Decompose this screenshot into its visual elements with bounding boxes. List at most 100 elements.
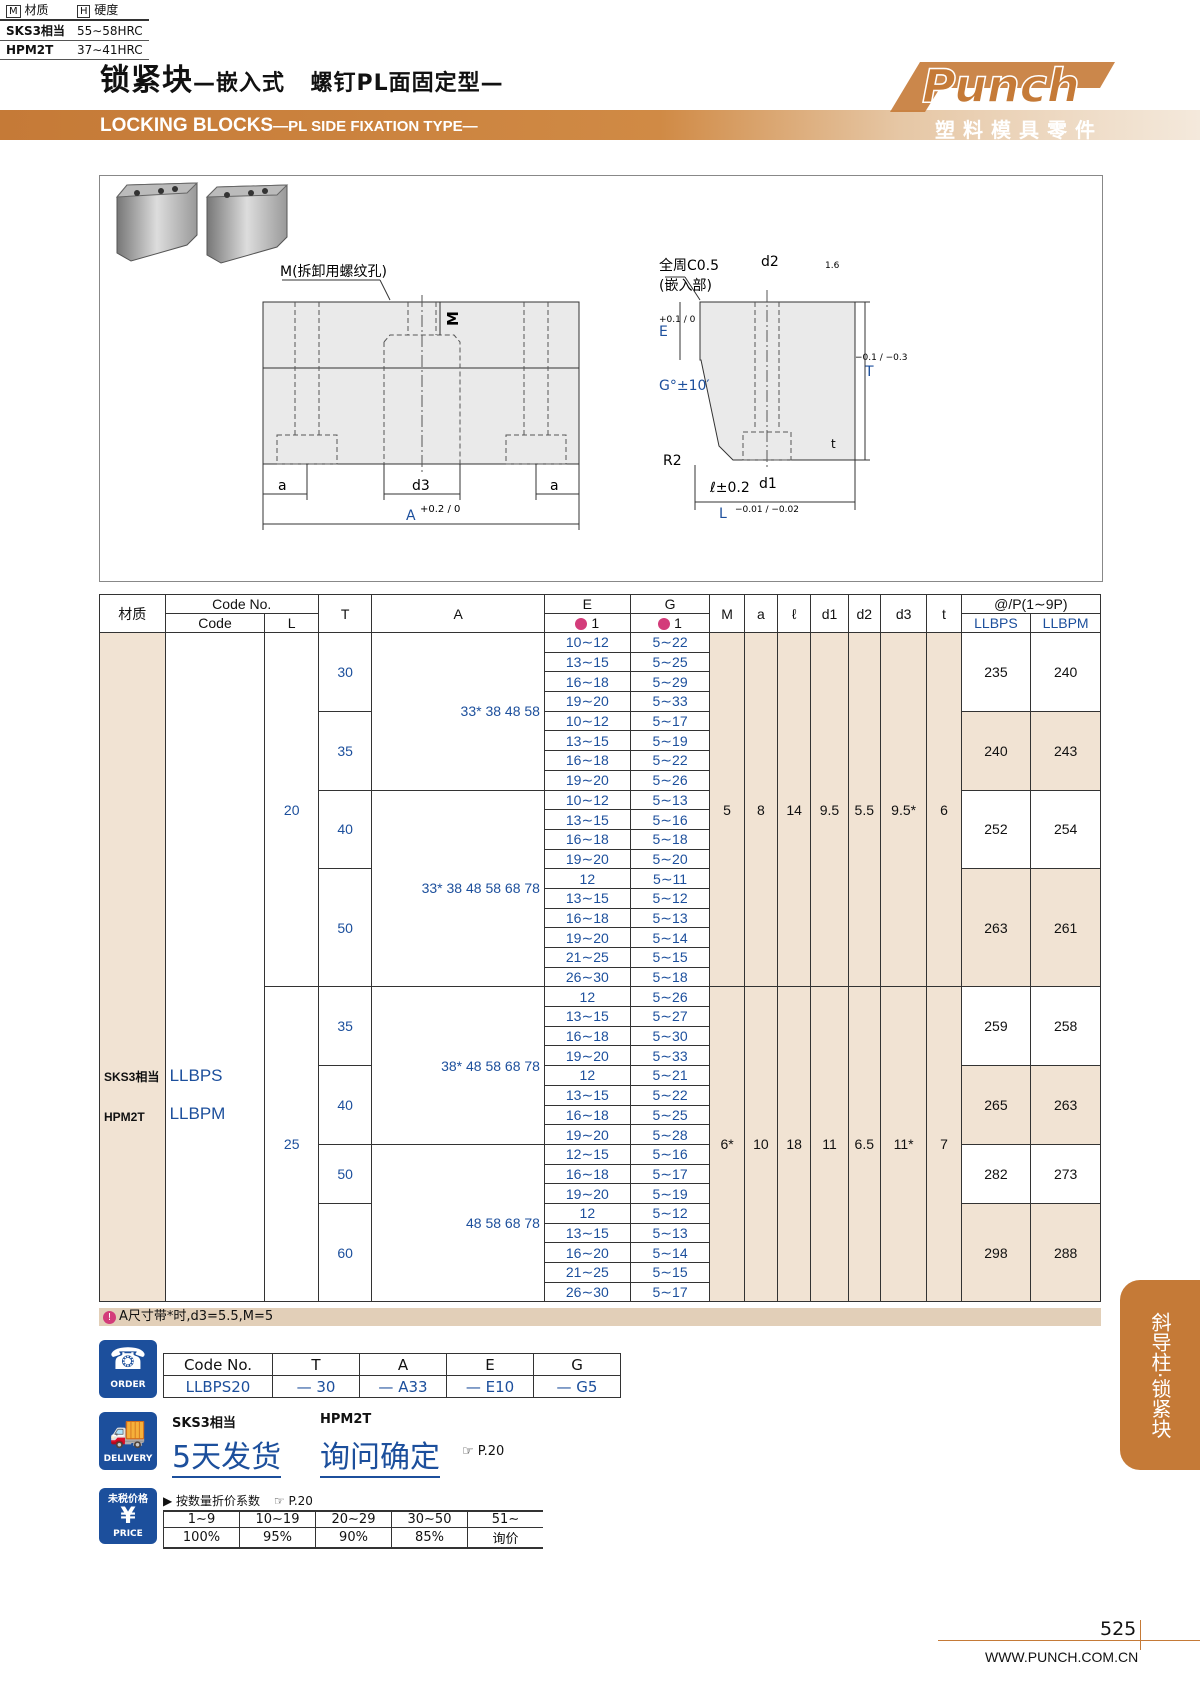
G-cell: 5∼26 bbox=[629, 769, 711, 791]
E-cell: 19∼20 bbox=[543, 1183, 631, 1204]
qty-cell: 1∼9 bbox=[163, 1511, 240, 1528]
order-head: E bbox=[446, 1353, 534, 1376]
G-cell: 5∼33 bbox=[629, 1045, 711, 1067]
L-tol: −0.01 / −0.02 bbox=[735, 505, 799, 515]
G-cell: 5∼27 bbox=[629, 1006, 711, 1027]
G-cell: 5∼17 bbox=[629, 1163, 711, 1185]
category-tab[interactable]: 斜导柱·锁紧块 bbox=[1120, 1280, 1200, 1470]
price-llbps: 298 bbox=[960, 1202, 1032, 1303]
qty-cell: 51∼ bbox=[467, 1511, 543, 1528]
E-cell: 10∼12 bbox=[543, 710, 631, 732]
order-example-table: Code No. T A E G LLBPS20 — 30 — A33 — E1… bbox=[163, 1353, 621, 1398]
E-cell: 19∼20 bbox=[543, 691, 631, 712]
table-note: !A尺寸带*时,d3=5.5,M=5 bbox=[99, 1308, 1101, 1326]
G-cell: 5∼22 bbox=[629, 1084, 711, 1106]
m-dim: M bbox=[444, 311, 462, 326]
delivery-icon-label: DELIVERY bbox=[103, 1454, 153, 1464]
price-icon: 未税价格 ¥ PRICE bbox=[99, 1488, 157, 1544]
yen-icon: ¥ bbox=[120, 1504, 136, 1529]
T-cell: 30 bbox=[317, 632, 373, 712]
material-head: M 材质 bbox=[0, 0, 71, 21]
title-en-sub: —PL SIDE FIXATION TYPE— bbox=[273, 118, 478, 135]
col-a: a bbox=[743, 594, 779, 633]
order-value: — 30 bbox=[272, 1375, 360, 1398]
R2-label: R2 bbox=[663, 453, 682, 469]
G-cell: 5∼29 bbox=[629, 671, 711, 693]
E-cell: 10∼12 bbox=[543, 789, 631, 811]
E-cell: 16∼18 bbox=[543, 1025, 631, 1047]
A-tol: +0.2 / 0 bbox=[420, 504, 460, 515]
T-cell: 40 bbox=[317, 1065, 373, 1145]
T-dim: T bbox=[864, 364, 874, 380]
price-llbps: 265 bbox=[960, 1065, 1032, 1145]
rate-cell: 90% bbox=[315, 1527, 392, 1548]
order-head: G bbox=[533, 1353, 621, 1376]
col-l: ℓ bbox=[777, 594, 812, 633]
E-cell: 12 bbox=[543, 1065, 631, 1086]
col-E-step: 1 bbox=[543, 613, 631, 633]
delivery-ref[interactable]: ☞ P.20 bbox=[462, 1444, 505, 1459]
rate-cell: 85% bbox=[391, 1527, 468, 1548]
E-cell: 12 bbox=[543, 868, 631, 889]
E-cell: 16∼18 bbox=[543, 1163, 631, 1185]
price-llbpm: 263 bbox=[1030, 1065, 1101, 1145]
material-table: M 材质 H 硬度 SKS3相当 55∼58HRC HPM2T 37∼41HRC bbox=[0, 0, 149, 60]
E-cell: 21∼25 bbox=[543, 947, 631, 968]
col-d2: d2 bbox=[847, 594, 881, 633]
G-cell: 5∼25 bbox=[629, 651, 711, 673]
G-cell: 5∼12 bbox=[629, 887, 711, 909]
dash: — bbox=[465, 1377, 481, 1396]
l-cell: 18 bbox=[777, 986, 812, 1303]
price-llbps: 263 bbox=[960, 868, 1032, 988]
T-cell: 35 bbox=[317, 986, 373, 1067]
E-cell: 12 bbox=[543, 1202, 631, 1224]
hardness-cell: 37∼41HRC bbox=[70, 40, 149, 60]
spec-table: 材质 Code No. T A E G M a ℓ d1 d2 d3 t @/P… bbox=[99, 594, 1102, 1303]
truck-icon: 🚚 bbox=[109, 1415, 147, 1450]
front-view-drawing: M(拆卸用螺纹孔) M a d3 a A +0.2 / 0 bbox=[262, 264, 580, 530]
G-cell: 5∼19 bbox=[629, 1183, 711, 1204]
E-cell: 13∼15 bbox=[543, 1222, 631, 1244]
hardness-head: H 硬度 bbox=[70, 0, 149, 21]
E-cell: 10∼12 bbox=[543, 632, 631, 653]
price-llbps: 235 bbox=[960, 632, 1032, 712]
E-step: 1 bbox=[591, 615, 600, 631]
brand-text: Punch bbox=[922, 59, 1080, 113]
page-number: 525 bbox=[1100, 1618, 1137, 1640]
price-llbpm: 254 bbox=[1030, 789, 1101, 870]
embed-label: (嵌入部) bbox=[659, 278, 712, 294]
chamfer-label: 全周C0.5 bbox=[659, 257, 719, 274]
price-llbps: 240 bbox=[960, 710, 1032, 791]
d1-dim: d1 bbox=[759, 476, 777, 492]
E-cell: 16∼18 bbox=[543, 671, 631, 693]
price-ref[interactable]: ☞ P.20 bbox=[273, 1494, 313, 1508]
qty-cell: 30∼50 bbox=[391, 1511, 468, 1528]
step-icon bbox=[575, 618, 588, 631]
col-llbpm: LLBPM bbox=[1030, 613, 1101, 633]
E-cell: 13∼15 bbox=[543, 809, 631, 830]
G-cell: 5∼21 bbox=[629, 1065, 711, 1086]
col-E: E bbox=[543, 594, 631, 614]
delivery-mat2: HPM2T bbox=[320, 1412, 372, 1427]
T-cell: 35 bbox=[317, 710, 373, 791]
M-cell: 6* bbox=[709, 986, 745, 1303]
phone-icon: ☎ bbox=[109, 1342, 147, 1377]
delivery-mat1: SKS3相当 bbox=[172, 1416, 236, 1431]
G-cell: 5∼14 bbox=[629, 1242, 711, 1263]
G-cell: 5∼17 bbox=[629, 710, 711, 732]
dash: — bbox=[556, 1377, 572, 1396]
A-cell: 38* 48 58 68 78 bbox=[371, 986, 545, 1145]
a-dim-right: a bbox=[550, 478, 559, 494]
E-cell: 16∼18 bbox=[543, 828, 631, 850]
footer-url[interactable]: WWW.PUNCH.COM.CN bbox=[985, 1649, 1139, 1665]
m-badge: M bbox=[6, 5, 21, 18]
G-cell: 5∼13 bbox=[629, 907, 711, 929]
order-value-T: 30 bbox=[316, 1377, 336, 1396]
price-ref-text: P.20 bbox=[288, 1494, 313, 1508]
T-tol: −0.1 / −0.3 bbox=[855, 353, 907, 363]
